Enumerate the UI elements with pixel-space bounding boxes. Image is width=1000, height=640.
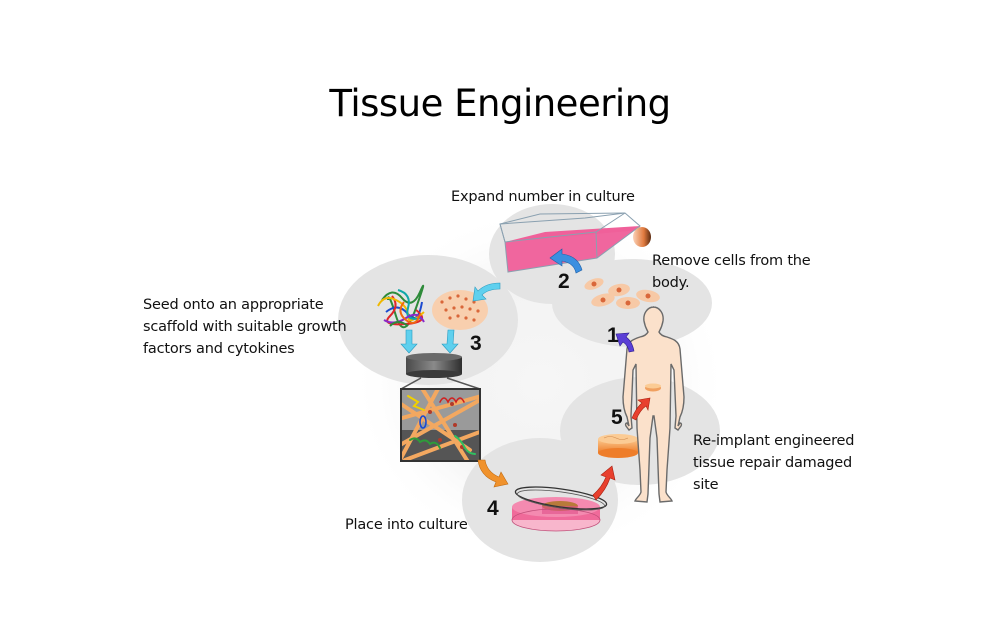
arrow-step-4	[477, 459, 509, 488]
step-number-1: 1	[607, 324, 619, 347]
arrow-step-5	[631, 397, 651, 421]
step-1-label-line: Remove cells from the	[652, 253, 811, 269]
arrow-step-2	[549, 248, 583, 274]
slide-title: Tissue Engineering	[329, 82, 671, 125]
stage-circle-3	[338, 255, 518, 385]
scaffold-disk-icon	[400, 353, 481, 390]
step-number-5: 5	[611, 406, 623, 429]
engineered-tissue-icon	[598, 434, 638, 458]
step-3-label-line: Seed onto an appropriate	[143, 297, 324, 313]
step-2-label: Expand number in culture	[451, 186, 635, 208]
step-5-label: Re-implant engineered tissue repair dama…	[693, 430, 854, 496]
step-1-label: Remove cells from the body.	[652, 250, 811, 294]
isolated-cells-icon	[584, 278, 660, 309]
step-4-label: Place into culture	[345, 514, 468, 536]
step-number-4: 4	[487, 497, 499, 520]
step-3-label-line: factors and cytokines	[143, 341, 295, 357]
arrow-step-3	[400, 282, 501, 354]
step-3-label-line: scaffold with suitable growth	[143, 319, 347, 335]
human-body-icon	[622, 306, 685, 503]
step-1-label-line: body.	[652, 275, 690, 291]
culture-flask-icon	[499, 212, 651, 273]
step-2-label-line: Expand number in culture	[451, 189, 635, 205]
arrow-step-1	[615, 332, 635, 353]
step-4-label-line: Place into culture	[345, 517, 468, 533]
step-5-label-line: site	[693, 477, 719, 493]
step-3-label: Seed onto an appropriate scaffold with s…	[143, 294, 347, 360]
step-5-label-line: tissue repair damaged	[693, 455, 853, 471]
step-number-3: 3	[470, 332, 482, 355]
scaffold-fibers-icon	[377, 284, 425, 329]
petri-dish-icon	[511, 486, 608, 532]
scaffold-magnified-view	[400, 388, 481, 462]
step-number-2: 2	[558, 270, 570, 293]
step-5-label-line: Re-implant engineered	[693, 433, 855, 449]
arrow-step-5-to-tissue	[592, 465, 616, 501]
